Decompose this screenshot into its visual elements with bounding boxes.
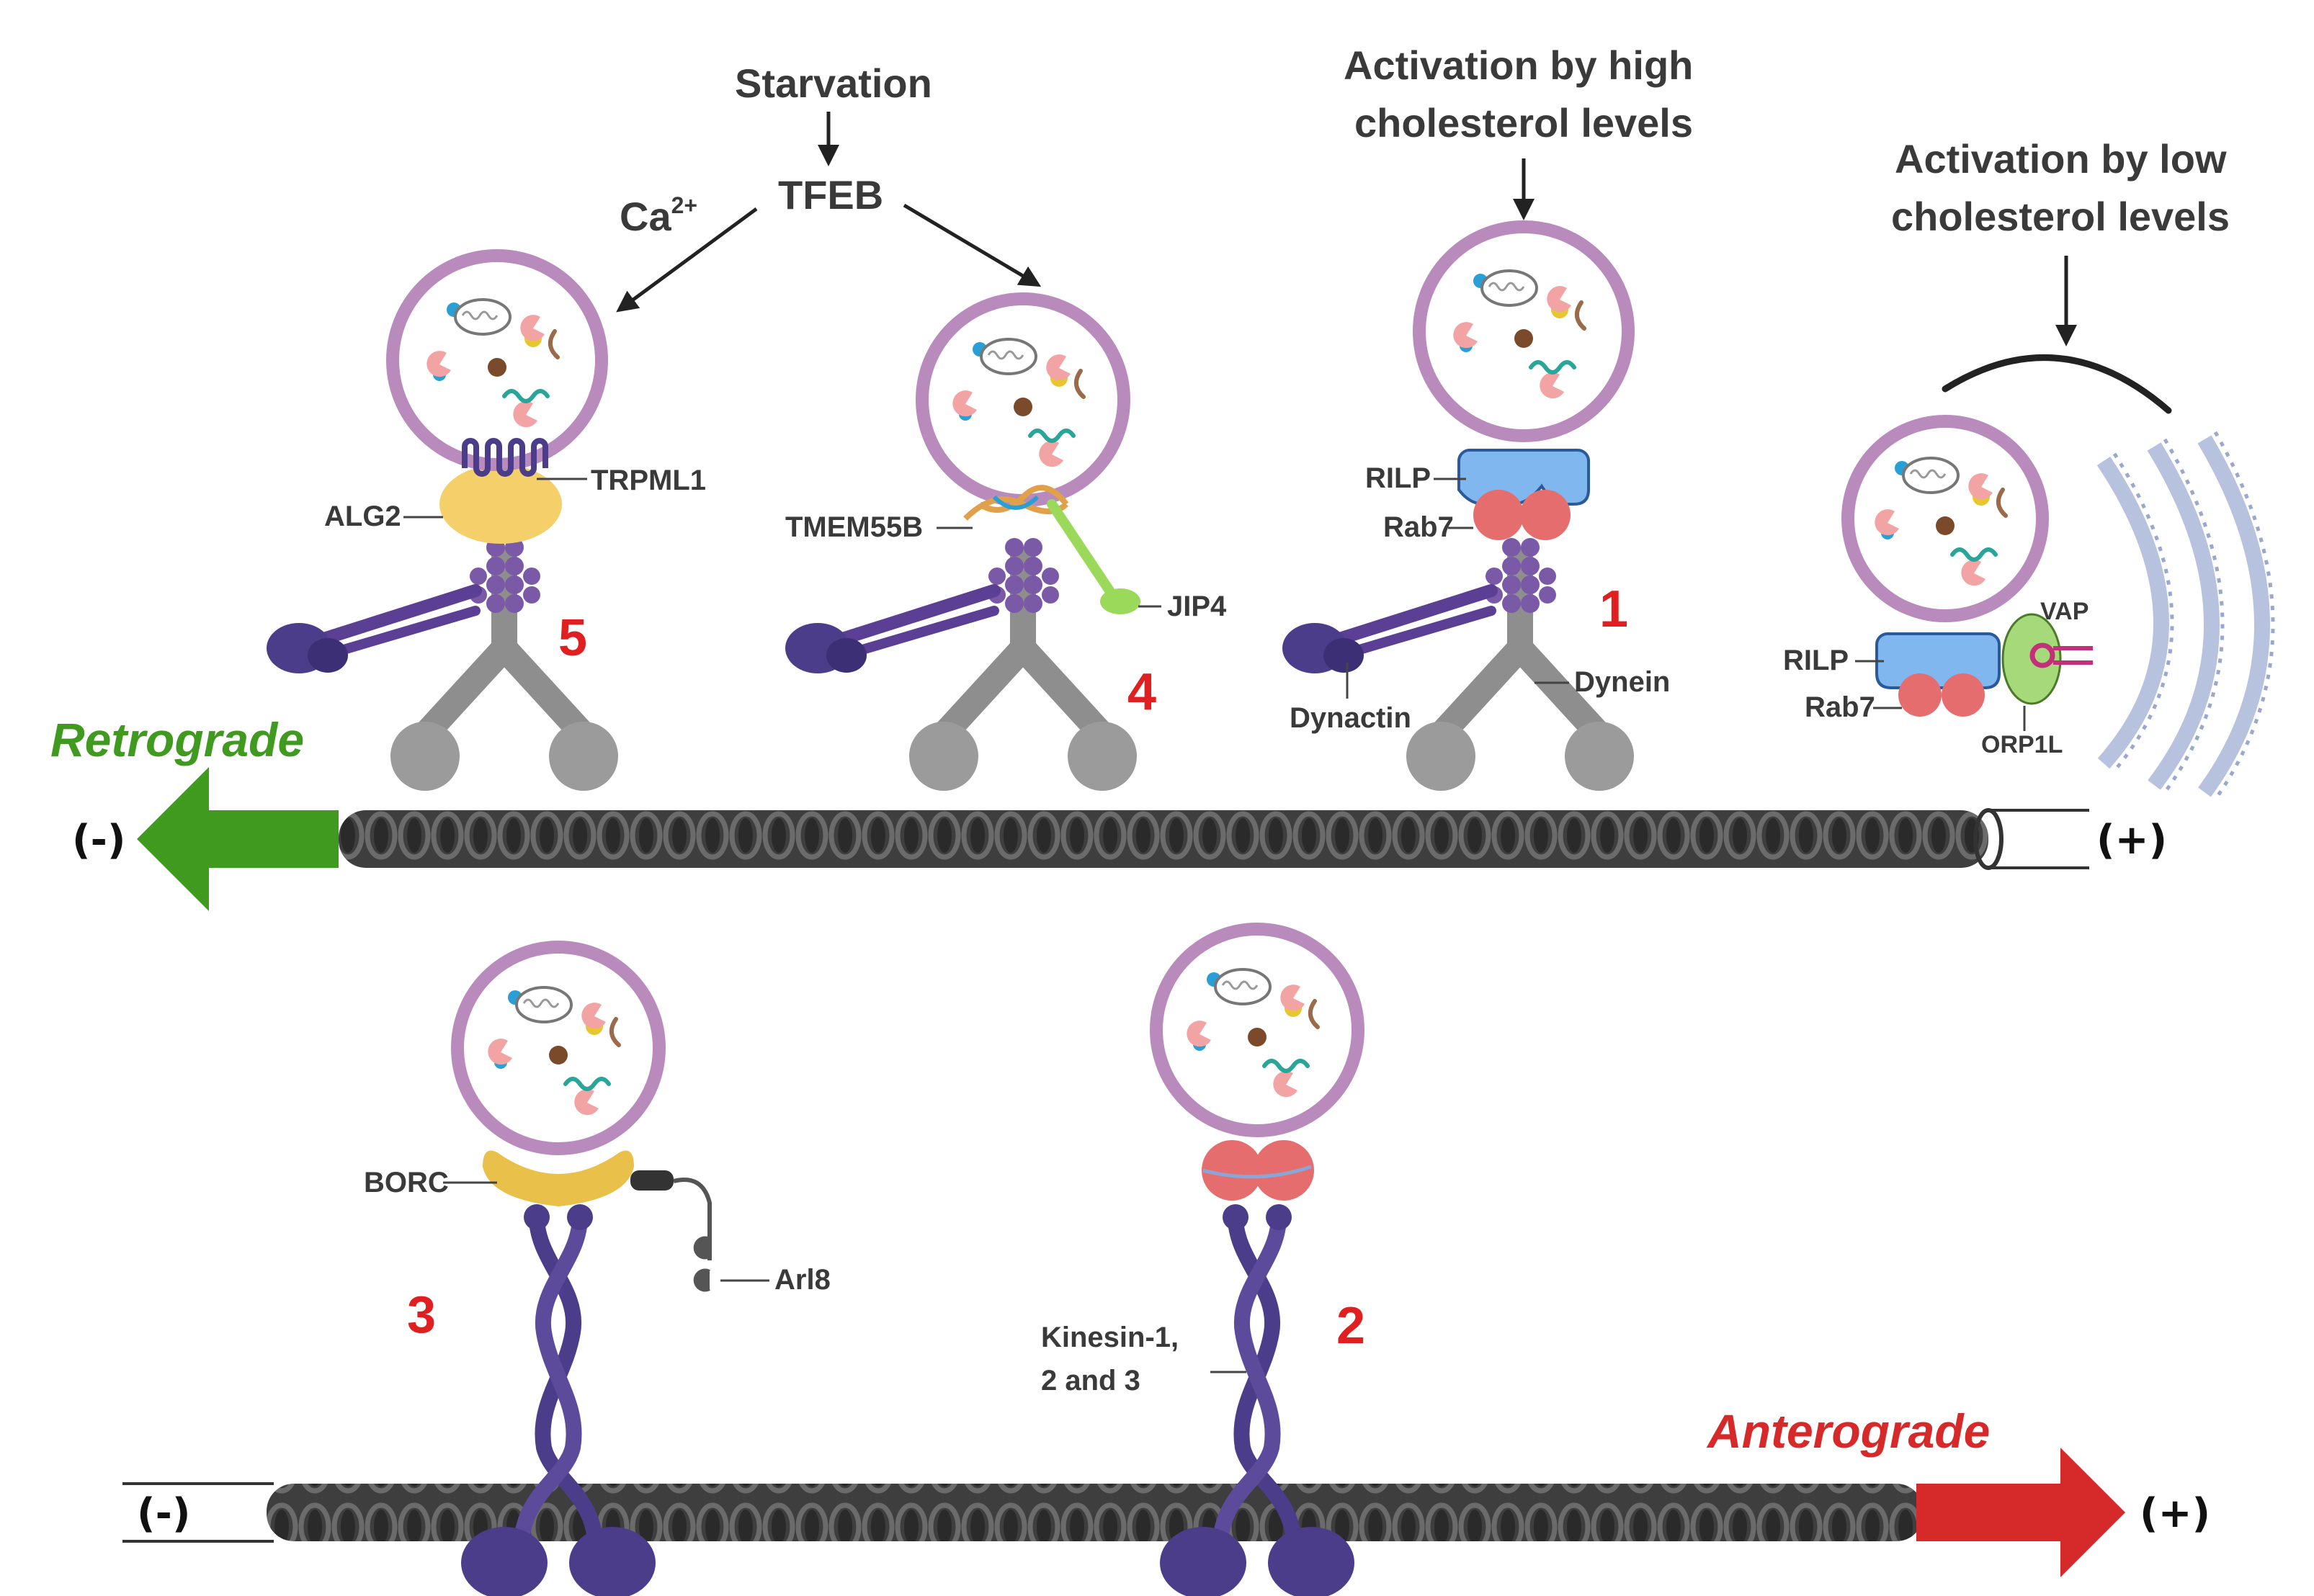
er-membrane: [2096, 435, 2270, 797]
microtubule-bottom: [122, 1482, 1924, 1543]
high-cholesterol-label-1: Activation by high: [1344, 42, 1693, 88]
tfeb-label: TFEB: [778, 172, 883, 218]
plus-end-bottom: (+): [2140, 1490, 2210, 1537]
high-cholesterol-label-2: cholesterol levels: [1354, 100, 1693, 145]
lysosome-2: [1150, 923, 1364, 1137]
jip4-protein: [1047, 499, 1114, 596]
minus-end-bottom: (-): [137, 1490, 190, 1537]
complex-1: [1282, 220, 1635, 791]
retrograde-label: Retrograde: [50, 713, 304, 766]
er-contact-complex: [1841, 415, 2275, 801]
kinesin-label-2: 2 and 3: [1041, 1365, 1140, 1396]
number-4: 4: [1127, 663, 1156, 721]
rab7-label-1: Rab7: [1383, 511, 1454, 543]
complex-5: [267, 249, 618, 791]
dynein-label: Dynein: [1574, 666, 1670, 698]
lysosome-4: [916, 292, 1130, 507]
number-5: 5: [558, 609, 587, 667]
orp1l-label: ORP1L: [1981, 731, 2063, 758]
rilp-protein: [1457, 449, 1590, 506]
trpml1-channel: [462, 438, 548, 477]
lysosome-1: [1413, 220, 1635, 442]
low-cholesterol-label-2: cholesterol levels: [1891, 194, 2230, 239]
anterograde-label: Anterograde: [1706, 1404, 1990, 1458]
vap-label: VAP: [2040, 598, 2089, 625]
arl8-label: Arl8: [774, 1264, 831, 1296]
alg2-label: ALG2: [324, 501, 401, 532]
rilp-label-1: RILP: [1365, 462, 1431, 494]
starvation-label: Starvation: [735, 60, 932, 106]
alg2-protein: [439, 465, 562, 544]
complex-2: [1150, 923, 1364, 1596]
rab7-label-2: Rab7: [1805, 691, 1875, 723]
anterograde-arrow: [1916, 1448, 2125, 1577]
microtubule-top: [339, 808, 2089, 870]
arl8-protein: [693, 1236, 710, 1292]
rab7-protein: [1473, 490, 1524, 540]
retrograde-arrow: [137, 767, 339, 911]
complex-4: [785, 292, 1140, 791]
borc-label: BORC: [364, 1167, 449, 1198]
complex-3: [451, 941, 712, 1596]
minus-end-top: (-): [72, 817, 125, 864]
tmem55b-label: TMEM55B: [785, 511, 923, 543]
rilp-label-2: RILP: [1783, 645, 1849, 676]
calcium-label: Ca2+: [620, 192, 697, 239]
plus-end-top: (+): [2096, 817, 2167, 864]
kinesin-label-1: Kinesin-1,: [1041, 1322, 1179, 1353]
number-2: 2: [1336, 1297, 1365, 1355]
number-1: 1: [1599, 580, 1628, 638]
number-3: 3: [407, 1286, 436, 1344]
trpml1-label: TRPML1: [591, 465, 706, 496]
lysosome-3: [451, 941, 666, 1155]
rab7-protein-2: [1202, 1140, 1262, 1201]
jip4-label: JIP4: [1167, 591, 1227, 622]
er-ribosomes: [2112, 431, 2275, 801]
lysosome-5: [386, 249, 608, 471]
lysosome-er: [1841, 415, 2049, 622]
vap-protein: [2029, 642, 2055, 668]
borc-protein: [483, 1150, 634, 1206]
low-cholesterol-label-1: Activation by low: [1895, 136, 2227, 181]
dynactin-label: Dynactin: [1290, 702, 1411, 734]
